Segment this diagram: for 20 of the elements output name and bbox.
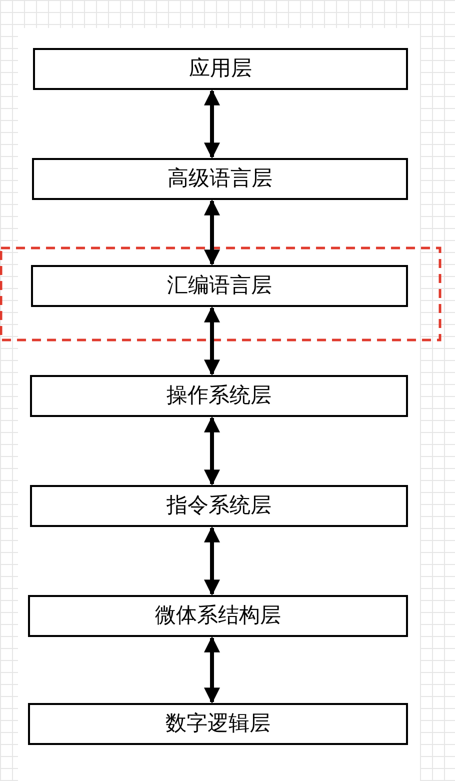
layer-label: 应用层: [189, 55, 252, 82]
double-arrow: [204, 636, 220, 704]
layer-box: [30, 485, 408, 527]
double-arrow: [204, 199, 220, 266]
layer-label: 微体系结构层: [155, 602, 281, 630]
double-arrow: [204, 89, 220, 159]
layer-label: 指令系统层: [166, 492, 272, 520]
layer-label: 操作系统层: [166, 382, 272, 410]
layer-box: [28, 703, 408, 745]
layer-label: 汇编语言层: [167, 272, 272, 300]
double-arrow: [204, 416, 220, 486]
layer-box: [30, 375, 408, 417]
layer-box: [28, 595, 408, 637]
layer-box: [31, 265, 408, 307]
double-arrow: [204, 526, 220, 596]
layer-box: [33, 48, 408, 90]
layer-box: [32, 158, 408, 200]
layer-label: 数字逻辑层: [166, 710, 270, 738]
layer-label: 高级语言层: [168, 165, 272, 192]
double-arrow: [204, 306, 220, 376]
